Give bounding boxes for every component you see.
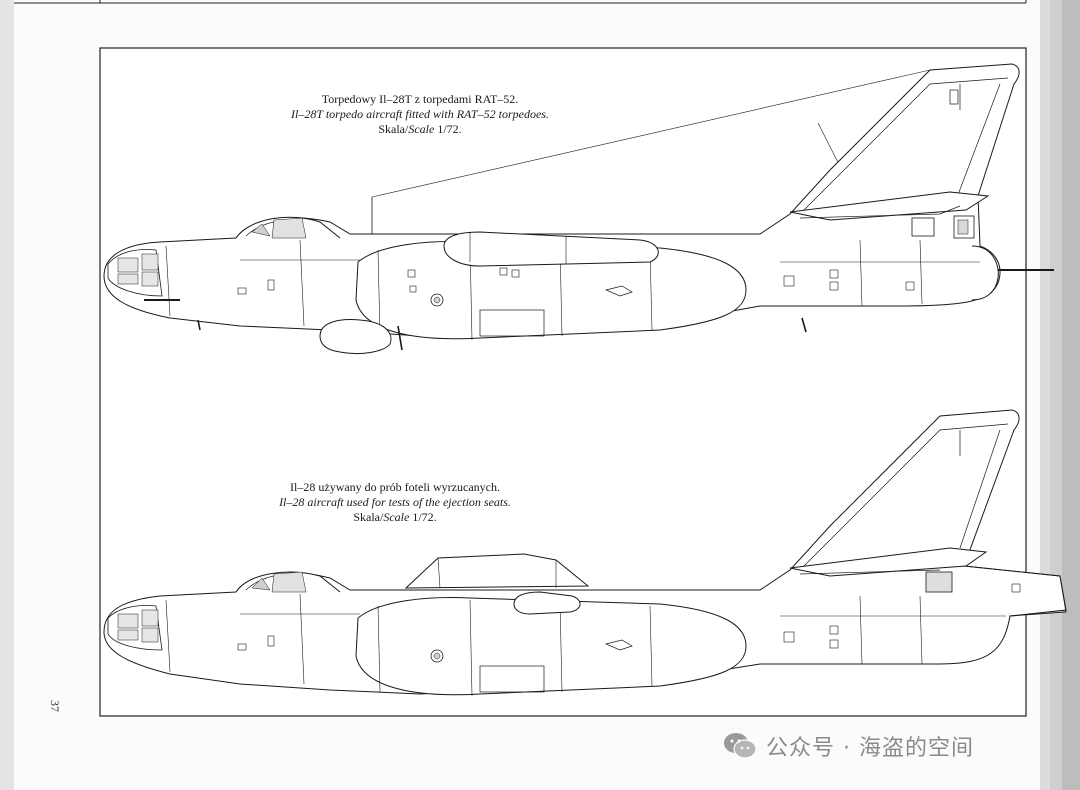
il28-ejection-test-side-view <box>103 409 1067 697</box>
bottom-drawing-caption: Il–28 używany do prób foteli wyrzucanych… <box>225 480 565 525</box>
watermark-text: 公众号 · 海盗的空间 <box>766 736 974 761</box>
top-drawing-caption: Torpedowy Il–28T z torpedami RAT–52. Il–… <box>230 92 610 137</box>
top-title-english: Il–28T torpedo aircraft fitted with RAT–… <box>291 107 549 121</box>
bottom-title-polish: Il–28 używany do prób foteli wyrzucanych… <box>290 480 500 494</box>
page-number: 37 <box>48 700 62 712</box>
bottom-title-english: Il–28 aircraft used for tests of the eje… <box>279 495 511 509</box>
top-scale: Skala/Scale 1/72. <box>378 122 462 136</box>
wechat-watermark: 公众号 · 海盗的空间 <box>722 728 974 764</box>
bottom-scale: Skala/Scale 1/72. <box>353 510 437 524</box>
il28t-side-view <box>103 63 1054 355</box>
wechat-icon <box>724 733 757 759</box>
top-title-polish: Torpedowy Il–28T z torpedami RAT–52. <box>321 92 519 106</box>
